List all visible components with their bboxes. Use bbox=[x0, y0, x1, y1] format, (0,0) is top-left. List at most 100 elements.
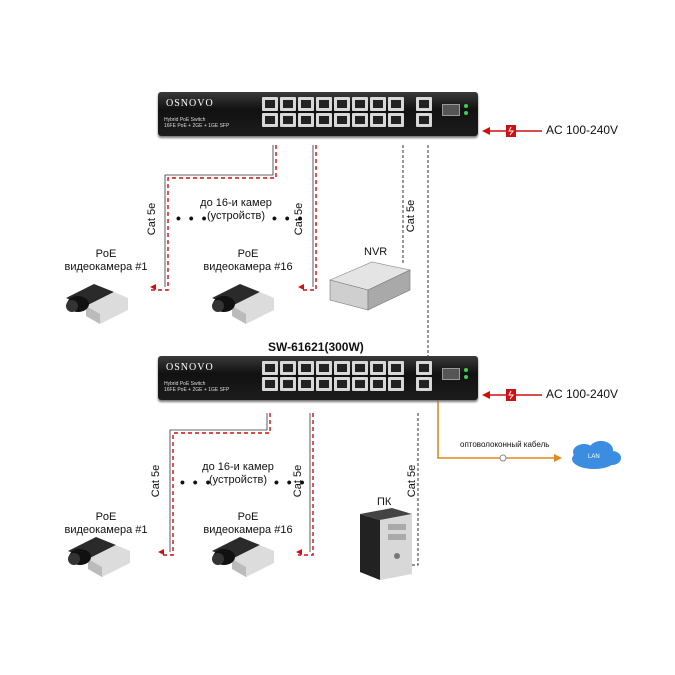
ethernet-port bbox=[334, 97, 350, 111]
top-poe-switch: OSNOVO Hybrid PoE Switch 16FE PoE + 2GE … bbox=[158, 92, 478, 136]
uplink-ports bbox=[416, 97, 432, 127]
lan-cloud-icon bbox=[572, 441, 621, 469]
camera-type-label: PoE bbox=[95, 248, 117, 260]
ethernet-port bbox=[388, 361, 404, 375]
switch-description: Hybrid PoE Switch bbox=[164, 117, 206, 123]
fiber-cable-label: оптоволоконный кабель bbox=[460, 440, 550, 449]
camera-type-label: PoE bbox=[95, 511, 117, 523]
poe-cable-bottom-16 bbox=[296, 413, 314, 556]
status-leds bbox=[464, 104, 470, 120]
switch-description: Hybrid PoE Switch bbox=[164, 381, 206, 387]
cable-label: Cat 5e bbox=[406, 464, 419, 498]
uplink-port bbox=[416, 97, 432, 111]
ethernet-port bbox=[352, 361, 368, 375]
lan-label: LAN bbox=[588, 454, 600, 460]
poe-cable-top-1 bbox=[150, 145, 277, 291]
cameras-count-line1: до 16-и камер bbox=[202, 461, 274, 473]
camera-label-bottom-1: PoE видеокамера #1 bbox=[56, 511, 156, 537]
bottom-poe-switch: OSNOVO Hybrid PoE Switch 16FE PoE + 2GE … bbox=[158, 356, 478, 400]
ethernet-port bbox=[262, 361, 278, 375]
status-leds bbox=[464, 368, 470, 384]
cameras-count-note: до 16-и камер (устройств) bbox=[196, 197, 276, 223]
ethernet-port bbox=[280, 113, 296, 127]
ethernet-port bbox=[262, 97, 278, 111]
pc-icon bbox=[360, 508, 412, 580]
ethernet-port bbox=[280, 361, 296, 375]
pc-label: ПК bbox=[377, 496, 392, 508]
ethernet-port bbox=[280, 377, 296, 391]
more-devices-dots: • • • bbox=[180, 474, 213, 490]
ethernet-port bbox=[316, 377, 332, 391]
power-arrow-top bbox=[482, 125, 542, 137]
uplink-port bbox=[416, 361, 432, 375]
power-arrow-bottom bbox=[482, 389, 542, 401]
camera-name-label: видеокамера #16 bbox=[203, 261, 293, 273]
cameras-count-line2: (устройств) bbox=[206, 210, 265, 222]
ethernet-port bbox=[280, 97, 296, 111]
sfp-slot bbox=[442, 368, 460, 380]
poe-cable-top-16 bbox=[298, 145, 317, 291]
ethernet-port bbox=[316, 113, 332, 127]
camera-icon bbox=[66, 284, 128, 324]
cable-label: Cat 5e bbox=[150, 464, 163, 498]
ethernet-port bbox=[298, 113, 314, 127]
ethernet-port bbox=[262, 377, 278, 391]
poe-port-block bbox=[262, 361, 404, 391]
ethernet-port bbox=[298, 97, 314, 111]
camera-icon bbox=[212, 284, 274, 324]
switch-brand: OSNOVO bbox=[166, 98, 214, 109]
nvr-label: NVR bbox=[364, 246, 388, 258]
ethernet-port bbox=[316, 97, 332, 111]
ethernet-port bbox=[334, 113, 350, 127]
switch-brand: OSNOVO bbox=[166, 362, 214, 373]
ethernet-port bbox=[334, 361, 350, 375]
cable-to-pc bbox=[412, 413, 419, 566]
more-devices-dots: • • • bbox=[272, 210, 305, 226]
cable-label: Cat 5e bbox=[405, 199, 418, 233]
fiber-cable bbox=[434, 390, 562, 462]
ethernet-port bbox=[316, 361, 332, 375]
uplink-port bbox=[416, 377, 432, 391]
uplink-ports bbox=[416, 361, 432, 391]
poe-port-block bbox=[262, 97, 404, 127]
camera-label-top-1: PoE видеокамера #1 bbox=[56, 248, 156, 274]
cameras-count-line2: (устройств) bbox=[208, 474, 267, 486]
sfp-slot bbox=[442, 104, 460, 116]
camera-name-label: видеокамера #16 bbox=[203, 524, 293, 536]
camera-name-label: видеокамера #1 bbox=[64, 261, 148, 273]
ethernet-port bbox=[370, 361, 386, 375]
power-label-bottom: AC 100-240V bbox=[546, 387, 619, 401]
camera-label-top-16: PoE видеокамера #16 bbox=[198, 248, 298, 274]
camera-type-label: PoE bbox=[237, 248, 259, 260]
switch-ports-description: 16FE PoE + 2GE + 1GE SFP bbox=[164, 123, 230, 129]
ethernet-port bbox=[370, 113, 386, 127]
more-devices-dots: • • • bbox=[274, 474, 307, 490]
camera-name-label: видеокамера #1 bbox=[64, 524, 148, 536]
ethernet-port bbox=[388, 113, 404, 127]
power-label-top: AC 100-240V bbox=[546, 123, 619, 137]
ethernet-port bbox=[334, 377, 350, 391]
cameras-count-note: до 16-и камер (устройств) bbox=[198, 461, 278, 487]
camera-icon bbox=[212, 537, 274, 577]
uplink-port bbox=[416, 113, 432, 127]
ethernet-port bbox=[388, 97, 404, 111]
switch-ports-description: 16FE PoE + 2GE + 1GE SFP bbox=[164, 387, 230, 393]
camera-type-label: PoE bbox=[237, 511, 259, 523]
ethernet-port bbox=[262, 113, 278, 127]
ethernet-port bbox=[352, 113, 368, 127]
ethernet-port bbox=[388, 377, 404, 391]
camera-icon bbox=[68, 537, 130, 577]
poe-cable-bottom-1 bbox=[158, 413, 271, 556]
cable-label: Cat 5e bbox=[146, 202, 159, 236]
ethernet-port bbox=[370, 97, 386, 111]
ethernet-port bbox=[352, 377, 368, 391]
ethernet-port bbox=[298, 377, 314, 391]
more-devices-dots: • • • bbox=[176, 210, 209, 226]
ethernet-port bbox=[370, 377, 386, 391]
ethernet-port bbox=[298, 361, 314, 375]
camera-label-bottom-16: PoE видеокамера #16 bbox=[198, 511, 298, 537]
switch-model-label: SW-61621(300W) bbox=[268, 340, 364, 354]
ethernet-port bbox=[352, 97, 368, 111]
